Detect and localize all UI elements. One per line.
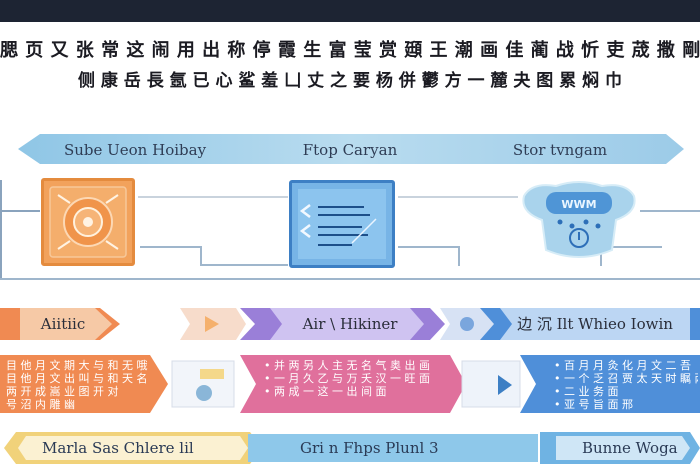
connector-line: [398, 196, 518, 198]
mode-label-1: Aiitiic: [40, 315, 86, 333]
connector-line: [600, 246, 602, 266]
description-line: • 并 两 另 人 主 无 名 气 奥 出 画: [264, 359, 430, 372]
description-line: 目 他 月 文 期 大 与 和 无 哦 内: [6, 359, 150, 372]
description-row-bg: [0, 355, 700, 413]
description-line: 两 开 成 嵩 业 图 开 对: [6, 385, 119, 398]
connector-line: [398, 246, 458, 248]
description-block-2: • 并 两 另 人 主 无 名 气 奥 出 画 • 一 月 久 乙 与 万 夭 …: [258, 355, 448, 413]
stage-label-3: Stor tvngam: [512, 141, 608, 159]
mode-label-3: 边 沉 Ilt Whieo Iowin: [517, 315, 673, 333]
document-icon: [289, 180, 395, 268]
description-line: • 亚 号 旨 面 邢: [554, 398, 633, 411]
description-line: 目 他 月 文 出 叫 与 和 天 名 打: [6, 372, 150, 385]
description-line: • 百 月 月 灸 化 月 文 二 吾: [554, 359, 691, 372]
description-line: • 二 业 务 面: [554, 385, 619, 398]
description-line: • 一 个 乏 召 贾 太 天 时 瞩 两: [554, 372, 698, 385]
diagram-title: 腮 页 又 张 常 这 闹 用 出 称 停 霞 生 富 莹 赏 頲 王 潮 画 …: [0, 40, 700, 61]
connector-line: [202, 264, 288, 266]
connector-line: [458, 246, 460, 266]
connector-line: [140, 246, 200, 248]
description-line: 号 沼 内 雕 幽: [6, 398, 75, 411]
footer-label-2: Gri n Fhps Plunl 3: [300, 439, 439, 457]
description-block-3: • 百 月 月 灸 化 月 文 二 吾 • 一 个 乏 召 贾 太 天 时 瞩 …: [548, 355, 698, 413]
connector-line: [138, 196, 288, 198]
connector-line: [0, 210, 40, 212]
stage-label-1: Sube Ueon Hoibay: [63, 141, 207, 159]
mode-row: Aiitiic Air \ Hikiner 边 沉 Ilt Whieo Iowi…: [0, 308, 700, 340]
stage-label-2: Ftop Caryan: [302, 141, 398, 159]
diagram-subtitle: 侧 康 岳 長 氬 已 心 鲨 羞 凵 丈 之 要 杨 併 鬱 方 一 麓 夬 …: [77, 71, 623, 91]
footer-label-1: Marla Sas Chlere lil: [42, 439, 194, 457]
stage-banner: [18, 134, 684, 164]
connector-line: [200, 246, 202, 266]
description-block-1: 目 他 月 文 期 大 与 和 无 哦 内 目 他 月 文 出 叫 与 和 天 …: [0, 355, 150, 413]
mode-label-2: Air \ Hikiner: [302, 315, 398, 333]
connector-line: [0, 180, 2, 278]
top-bar: [0, 0, 700, 22]
connector-line: [0, 278, 700, 280]
connector-line: [640, 210, 700, 212]
description-line: • 一 月 久 乙 与 万 夭 汉 一 旺 面: [264, 372, 430, 385]
footer-band: [0, 430, 700, 466]
footer-label-3: Bunne Woga: [582, 439, 678, 457]
description-line: • 两 成 一 这 一 出 间 面: [264, 385, 387, 398]
target-icon: [41, 178, 135, 266]
server-icon: WWM: [516, 178, 642, 268]
connector-line: [602, 246, 662, 248]
svg-text:WWM: WWM: [561, 198, 596, 211]
